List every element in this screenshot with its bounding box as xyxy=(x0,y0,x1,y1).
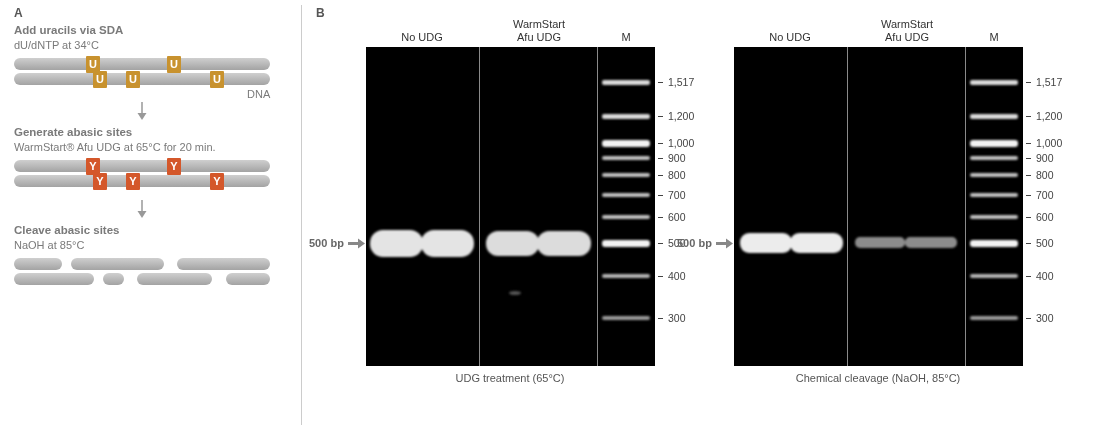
base-letter: U xyxy=(89,59,97,70)
ladder-ticks xyxy=(658,83,663,319)
ladder-size: 700 xyxy=(1036,189,1054,202)
base-letter: Y xyxy=(129,176,136,187)
base-marker-box: Y xyxy=(210,173,224,190)
base-letter: U xyxy=(170,59,178,70)
gel-image xyxy=(734,47,1023,366)
dna-strand xyxy=(14,175,270,187)
step-arrow-head xyxy=(138,113,147,120)
dna-fragment xyxy=(226,273,270,285)
dna-fragment xyxy=(14,273,94,285)
band-marker: 500 bp xyxy=(309,237,344,250)
base-letter: Y xyxy=(213,176,220,187)
ladder-size: 500 xyxy=(1036,237,1054,250)
panel-letter: A xyxy=(14,6,23,20)
base-marker-box: Y xyxy=(167,158,181,175)
base-letter: U xyxy=(129,74,137,85)
ladder-size: 300 xyxy=(1036,312,1054,325)
gel-caption: UDG treatment (65°C) xyxy=(360,372,660,385)
ladder-size: 600 xyxy=(668,211,686,224)
gel-divider xyxy=(847,47,848,366)
gel-divider xyxy=(597,47,598,366)
ladder-size: 900 xyxy=(1036,152,1054,165)
step-arrow xyxy=(141,200,143,212)
dna-strand xyxy=(14,58,270,70)
marker-arrow-head xyxy=(358,239,365,249)
lane-heading: M xyxy=(974,31,1014,44)
base-marker-box: U xyxy=(126,71,140,88)
step-heading: Cleave abasic sites xyxy=(14,224,120,238)
base-marker-box: U xyxy=(210,71,224,88)
gel-image xyxy=(366,47,655,366)
marker-arrow xyxy=(348,242,359,245)
step-detail: NaOH at 85°C xyxy=(14,239,84,252)
base-letter: Y xyxy=(96,176,103,187)
base-letter: Y xyxy=(170,161,177,172)
panel-divider xyxy=(301,5,302,425)
ladder-size: 800 xyxy=(668,169,686,182)
ladder-size: 1,000 xyxy=(1036,137,1062,150)
step-detail: WarmStart® Afu UDG at 65°C for 20 min. xyxy=(14,141,216,154)
step-heading: Add uracils via SDA xyxy=(14,24,123,38)
gel-caption: Chemical cleavage (NaOH, 85°C) xyxy=(728,372,1028,385)
step-arrow-head xyxy=(138,211,147,218)
ladder-size: 700 xyxy=(668,189,686,202)
ladder-ticks xyxy=(1026,83,1031,319)
lane-heading: No UDG xyxy=(367,31,477,44)
gel-divider xyxy=(479,47,480,366)
lane-heading: WarmStart Afu UDG xyxy=(876,18,938,44)
lane-heading: No UDG xyxy=(735,31,845,44)
base-letter: Y xyxy=(89,161,96,172)
ladder-size: 300 xyxy=(668,312,686,325)
base-letter: U xyxy=(96,74,104,85)
ladder-size: 1,517 xyxy=(668,76,694,89)
marker-arrow-head xyxy=(726,239,733,249)
gel-bands xyxy=(370,80,650,320)
dna-fragment xyxy=(137,273,212,285)
base-marker-box: Y xyxy=(93,173,107,190)
ladder-size: 800 xyxy=(1036,169,1054,182)
step-heading: Generate abasic sites xyxy=(14,126,132,140)
dna-fragment xyxy=(71,258,164,270)
base-marker-box: U xyxy=(93,71,107,88)
dna-fragment xyxy=(103,273,124,285)
ladder-size: 1,000 xyxy=(668,137,694,150)
ladder-size: 1,517 xyxy=(1036,76,1062,89)
ladder-size: 400 xyxy=(1036,270,1054,283)
gel-divider xyxy=(965,47,966,366)
ladder-size: 900 xyxy=(668,152,686,165)
ladder-size: 400 xyxy=(668,270,686,283)
base-letter: U xyxy=(213,74,221,85)
dna-label: DNA xyxy=(247,88,270,101)
gel-bands xyxy=(740,80,1018,320)
dna-strand xyxy=(14,73,270,85)
base-marker-box: Y xyxy=(126,173,140,190)
step-arrow xyxy=(141,102,143,114)
marker-arrow xyxy=(716,242,727,245)
base-marker-box: U xyxy=(167,56,181,73)
dna-strand xyxy=(14,160,270,172)
ladder-size: 1,200 xyxy=(1036,110,1062,123)
dna-fragment xyxy=(177,258,270,270)
lane-heading: WarmStart Afu UDG xyxy=(508,18,570,44)
ladder-size: 1,200 xyxy=(668,110,694,123)
step-detail: dU/dNTP at 34°C xyxy=(14,39,99,52)
dna-fragment xyxy=(14,258,62,270)
lane-heading: M xyxy=(606,31,646,44)
panel-letter: B xyxy=(316,6,325,20)
band-marker: 500 bp xyxy=(677,237,712,250)
ladder-size: 600 xyxy=(1036,211,1054,224)
